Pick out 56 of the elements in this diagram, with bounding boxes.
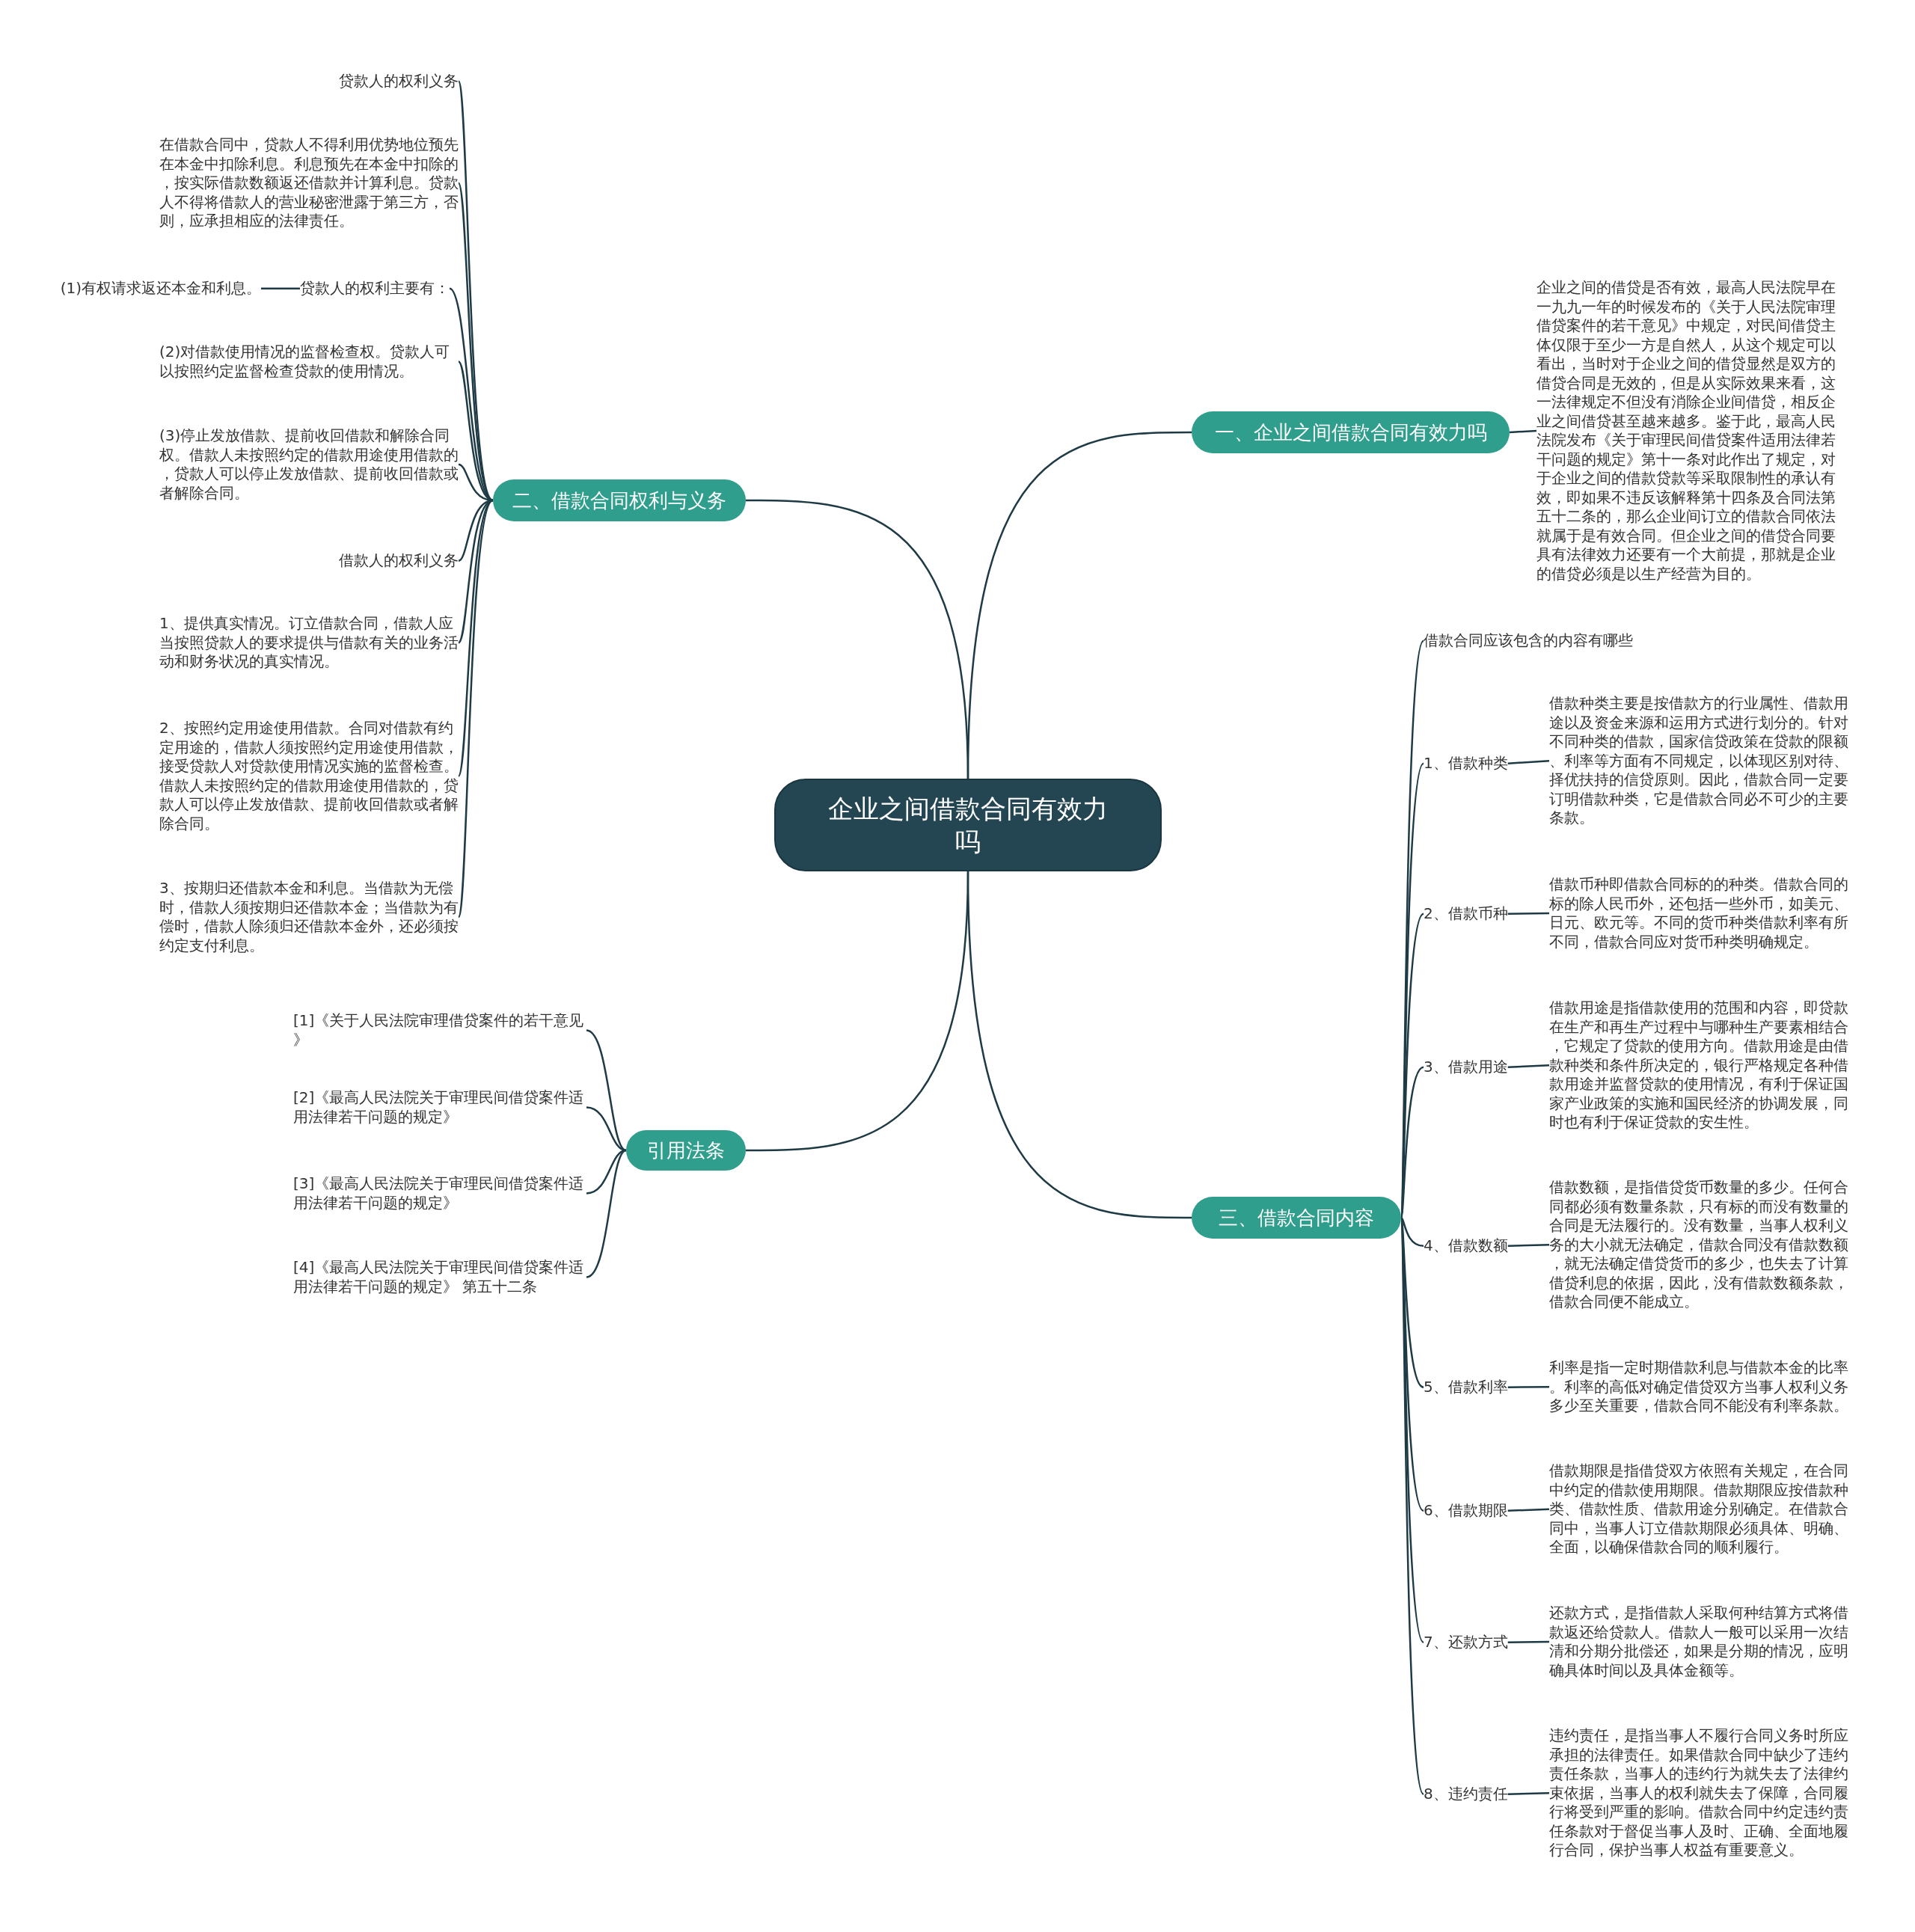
text-paragraph: 3、按期归还借款本金和利息。当借款为无偿时，借款人须按期归还借款本金；当借款为有偿时，借款人除须归还借款本金外，还必须按约定支付利息。 xyxy=(159,879,459,955)
connector-line xyxy=(966,871,1192,1219)
branch-topic-box: 三、借款合同内容 xyxy=(1192,1197,1401,1239)
topic-label: 6、借款期限 xyxy=(1424,1501,1508,1521)
topic-label: (1)有权请求返还本金和利息。 xyxy=(60,279,261,298)
topic-label: 借款人的权利义务 xyxy=(339,551,459,571)
branch-topic-box: 二、借款合同权利与义务 xyxy=(493,479,746,521)
text-paragraph: 1、提供真实情况。订立借款合同，借款人应当按照贷款人的要求提供与借款有关的业务活动和财务状况的真实情况。 xyxy=(159,614,459,672)
topic-label: 借款合同应该包含的内容有哪些 xyxy=(1424,631,1633,651)
topic-label: 7、还款方式 xyxy=(1424,1633,1508,1652)
connector-line xyxy=(1507,760,1550,764)
connector-line xyxy=(1507,1640,1549,1643)
connector-line xyxy=(457,500,494,776)
connector-line xyxy=(1507,912,1549,915)
connector-line xyxy=(1507,1064,1550,1068)
connector-line xyxy=(1507,1386,1549,1388)
text-paragraph: [3]《最高人民法院关于审理民间借贷案件适用法律若干问题的规定》 xyxy=(293,1174,586,1212)
branch-topic-box: 引用法条 xyxy=(626,1130,746,1171)
text-paragraph: 企业之间的借贷是否有效，最高人民法院早在一九九一年的时候发布的《关于人民法院审理借贷案件的若干意见》中规定，对民间借贷主体仅限于至少一方是自然人，从这个规定可以看出，当时对于企业之间的借贷显然是双方的借贷合同是无效的，但是从实际效果来看，这一法律规定不但没有消除企业间借贷，相反企业之间借贷甚至越来越多。鉴于此，最高人民法院发布《关于审理民间借贷案件适用法律若干问题的规定》第十一条对此作出了规定，对于企业之间的借款贷款等采取限制性的承认有效，即如果不违反该解释第十四条及合同法第五十二条的，那么企业间订立的借款合同依法就属于是有效合同。但企业之间的借贷合同要具有法律效力还要有一个大前提，那就是企业的借贷必须是以生产经营为目的。 xyxy=(1536,278,1837,583)
topic-label: 1、借款种类 xyxy=(1424,754,1508,773)
text-paragraph: 借款币种即借款合同标的的种类。借款合同的标的除人民币外，还包括一些外币，如美元、日元、欧元等。不同的货币种类借款利率有所不同，借款合同应对货币种类明确规定。 xyxy=(1549,875,1850,951)
central-topic-box: 企业之间借款合同有效力吗 xyxy=(774,779,1162,871)
text-paragraph: (3)停止发放借款、提前收回借款和解除合同权。借款人未按照约定的借款用途使用借款的，贷款人可以停止发放借款、提前收回借款或者解除合同。 xyxy=(159,426,459,503)
connector-line xyxy=(1507,1508,1550,1512)
text-paragraph: 还款方式，是指借款人采取何种结算方式将借款返还给贷款人。借款人一般可以采用一次结清和分期分批偿还，如果是分期的情况，应明确具体时间以及具体金额等。 xyxy=(1549,1604,1850,1680)
branch-topic-box: 一、企业之间借款合同有效力吗 xyxy=(1192,411,1510,453)
text-paragraph: 违约责任，是指当事人不履行合同义务时所应承担的法律责任。如果借款合同中缺少了违约责任条款，当事人的违约行为就失去了法律约束依据，当事人的权利就失去了保障，合同履行将受到严重的影响。借款合同中约定违约责任条款对于督促当事人及时、正确、全面地履行合同，保护当事人权益有重要意义。 xyxy=(1549,1726,1850,1860)
topic-label: 贷款人的权利义务 xyxy=(339,72,459,91)
text-paragraph: 利率是指一定时期借款利息与借款本金的比率。利率的高低对确定借贷双方当事人权利义务多少至关重要，借款合同不能没有利率条款。 xyxy=(1549,1358,1850,1416)
connector-line xyxy=(261,287,300,289)
text-paragraph: (2)对借款使用情况的监督检查权。贷款人可以按照约定监督检查贷款的使用情况。 xyxy=(159,343,459,381)
text-paragraph: [2]《最高人民法院关于审理民间借贷案件适用法律若干问题的规定》 xyxy=(293,1088,586,1126)
topic-label: 2、借款币种 xyxy=(1424,904,1508,924)
connector-line xyxy=(457,500,494,918)
connector-line xyxy=(1507,1792,1550,1795)
text-paragraph: 借款种类主要是按借款方的行业属性、借款用途以及资金来源和运用方式进行划分的。针对不同种类的借款，国家信贷政策在贷款的限额、利率等方面有不同规定，以体现区别对待、择优扶持的信贷原则。因此，借款合同一定要订明借款种类，它是借款合同必不可少的主要条款。 xyxy=(1549,694,1850,828)
text-paragraph: 借款期限是指借贷双方依照有关规定，在合同中约定的借款使用期限。借款期限应按借款种类、借款性质、借款用途分别确定。在借款合同中，当事人订立借款期限必须具体、明确、全面，以确保借款合同的顺利履行。 xyxy=(1549,1462,1850,1557)
topic-label: 5、借款利率 xyxy=(1424,1378,1508,1397)
text-paragraph: 借款用途是指借款使用的范围和内容，即贷款在生产和再生产过程中与哪种生产要素相结合，它规定了贷款的使用方向。借款用途是由借款种类和条件所决定的，银行严格规定各种借款用途并监督贷款的使用情况，有利于保证国家产业政策的实施和国民经济的协调发展，同时也有利于保证贷款的安生性。 xyxy=(1549,999,1850,1132)
topic-label: 贷款人的权利主要有： xyxy=(300,279,450,298)
connector-line xyxy=(1507,1244,1550,1247)
text-paragraph: 借款数额，是指借贷货币数量的多少。任何合同都必须有数量条款，只有标的而没有数量的合同是无法履行的。没有数量，当事人权利义务的大小就无法确定，借款合同没有借款数额，就无法确定借贷货币的多少，也失去了计算借贷利息的依据，因此，没有借款数额条款，借款合同便不能成立。 xyxy=(1549,1178,1850,1312)
connector-line xyxy=(746,499,969,779)
connector-line xyxy=(1509,429,1537,434)
topic-label: 3、借款用途 xyxy=(1424,1058,1508,1077)
topic-label: 4、借款数额 xyxy=(1424,1236,1508,1256)
text-paragraph: [1]《关于人民法院审理借贷案件的若干意见》 xyxy=(293,1011,586,1049)
connector-line xyxy=(586,1029,627,1152)
text-paragraph: [4]《最高人民法院关于审理民间借贷案件适用法律若干问题的规定》 第五十二条 xyxy=(293,1258,586,1296)
text-paragraph: 在借款合同中，贷款人不得利用优势地位预先在本金中扣除利息。利息预先在本金中扣除的，按实际借款数额返还借款并计算利息。贷款人不得将借款人的营业秘密泄露于第三方，否则，应承担相应的法律责任。 xyxy=(159,135,459,231)
connector-line xyxy=(1400,1217,1424,1247)
connector-line xyxy=(1400,1066,1424,1218)
connector-line xyxy=(586,1106,627,1152)
connector-line xyxy=(586,1149,627,1278)
text-paragraph: 2、按照约定用途使用借款。合同对借款有约定用途的，借款人须按照约定用途使用借款，接受贷款人对贷款使用情况实施的监督检查。借款人未按照约定的借款用途使用借款的，贷款人可以停止发放借款、提前收回借款或者解除合同。 xyxy=(159,719,459,833)
topic-label: 8、违约责任 xyxy=(1424,1785,1508,1804)
